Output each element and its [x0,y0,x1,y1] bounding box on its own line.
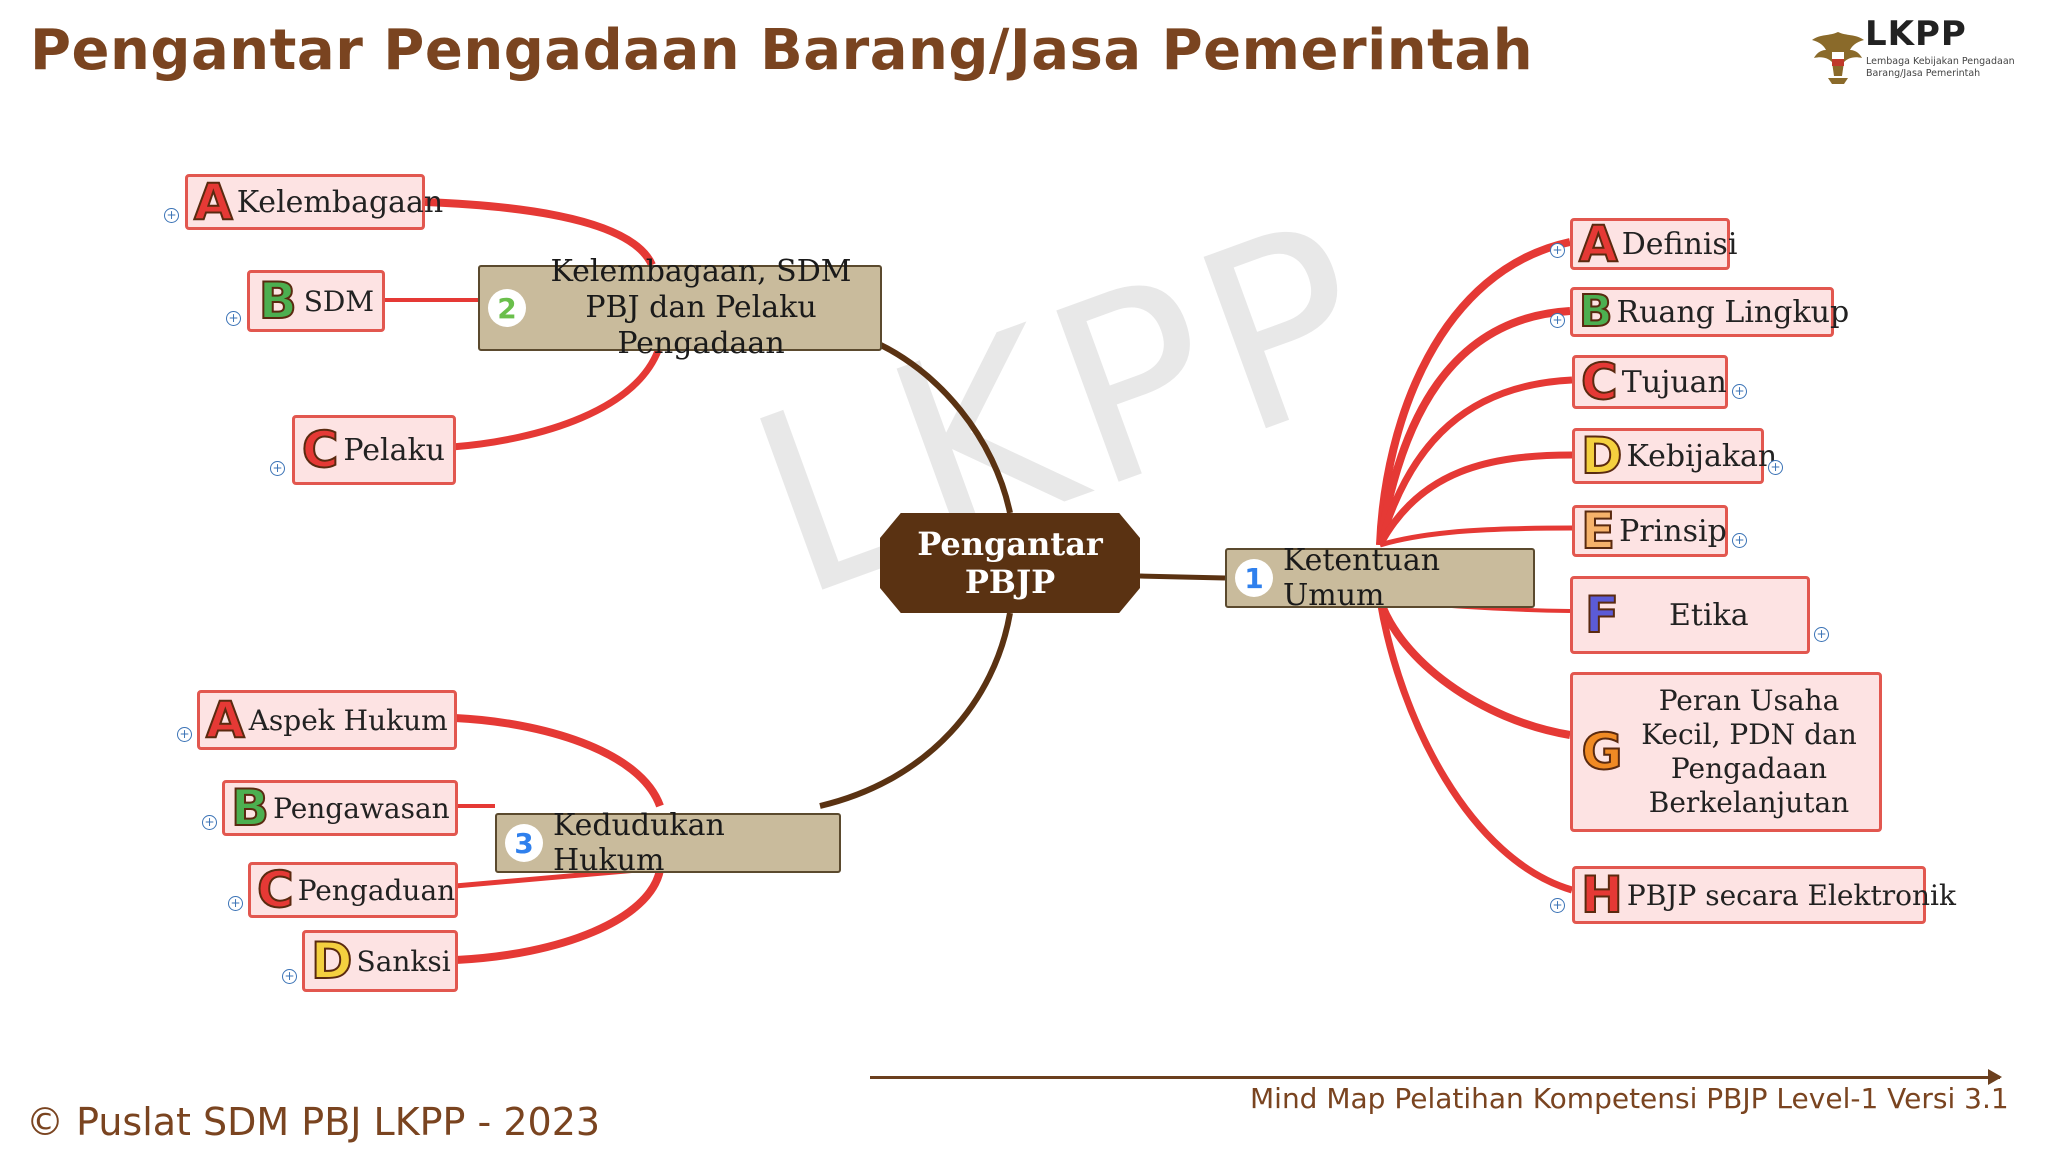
connector-b2-c [451,343,664,451]
leaf-pelaku[interactable]: C Pelaku [292,415,456,485]
leaf-label: Tujuan [1621,364,1727,400]
leaf-etika[interactable]: F Etika [1570,576,1810,654]
connector-b1-e [1379,525,1573,548]
leaf-label: Kebijakan [1626,438,1778,474]
connector-b1-b [1376,307,1571,546]
leaf-label: SDM [303,284,374,318]
letter-g-icon: G [1580,723,1623,781]
letter-b-icon: B [1578,286,1614,337]
page-title: Pengantar Pengadaan Barang/Jasa Pemerint… [30,18,1534,83]
leaf-pengawasan[interactable]: B Pengawasan [222,780,458,836]
leaf-label: Sanksi [356,944,451,978]
leaf-label: Ruang Lingkup [1616,294,1850,330]
footer-caption: Mind Map Pelatihan Kompetensi PBJP Level… [1250,1082,2009,1115]
letter-b-icon: B [230,779,270,837]
leaf-label: Pengawasan [273,791,450,825]
letter-c-icon: C [1580,353,1619,411]
letter-c-icon: C [256,861,295,919]
expand-icon[interactable]: + [177,727,192,742]
branch-kedudukan-hukum[interactable]: 3 Kedudukan Hukum [495,808,841,878]
connector-b3-a [454,714,664,808]
expand-icon[interactable]: + [1550,243,1565,258]
expand-icon[interactable]: + [282,969,297,984]
connector-b1-d [1376,451,1573,547]
number-badge: 2 [488,289,526,327]
letter-a-icon: A [205,691,246,749]
leaf-label: Pengaduan [297,873,456,907]
number-badge: 3 [505,824,543,862]
connector-b1-c [1376,376,1573,546]
expand-icon[interactable]: + [270,461,285,476]
connector-b2-a [424,198,656,267]
leaf-label: Peran Usaha Kecil, PDN dan Pengadaan Ber… [1641,684,1857,819]
leaf-definisi[interactable]: A Definisi [1570,215,1737,273]
expand-icon[interactable]: + [1550,898,1565,913]
letter-e-icon: E [1580,502,1616,560]
leaf-kebijakan[interactable]: D Kebijakan [1572,427,1777,485]
branch-label: Kelembagaan, SDM PBJ dan Pelaku Pengadaa… [550,254,852,361]
connector-b3-d [455,868,664,964]
expand-icon[interactable]: + [202,815,217,830]
leaf-label: Prinsip [1619,513,1727,549]
letter-a-icon: A [1578,215,1619,273]
footer-copyright: © Puslat SDM PBJ LKPP - 2023 [26,1100,601,1144]
leaf-pbjp-elektronik[interactable]: H PBJP secara Elektronik [1572,866,1956,924]
letter-a-icon: A [193,173,234,231]
branch-label: Ketentuan Umum [1283,543,1441,613]
connector-central-branch1 [1139,573,1226,581]
leaf-ruang-lingkup[interactable]: B Ruang Lingkup [1570,286,1849,337]
leaf-sanksi[interactable]: D Sanksi [302,930,458,992]
logo-name: LKPP [1865,14,1967,54]
expand-icon[interactable]: + [1732,533,1747,548]
expand-icon[interactable]: + [1732,384,1747,399]
leaf-kelembagaan[interactable]: A Kelembagaan [185,173,443,231]
leaf-label: PBJP secara Elektronik [1626,878,1956,912]
number-badge: 1 [1235,559,1273,597]
expand-icon[interactable]: + [1768,460,1783,475]
connector-b1-a [1376,238,1571,546]
branch-label: Kedudukan Hukum [553,808,725,878]
footer-arrow [870,1069,2002,1085]
leaf-label: Pelaku [343,432,445,468]
letter-c-icon: C [301,421,340,479]
leaf-prinsip[interactable]: E Prinsip [1572,505,1728,557]
branch-ketentuan-umum[interactable]: 1 Ketentuan Umum [1225,543,1535,613]
leaf-label: Kelembagaan [236,184,444,220]
letter-d-icon: D [310,932,353,990]
letter-f-icon: F [1584,586,1620,644]
connector-b1-g [1376,598,1571,739]
leaf-tujuan[interactable]: C Tujuan [1572,355,1728,409]
connector-b1-h [1376,599,1573,894]
central-node[interactable]: Pengantar PBJP [880,513,1140,613]
letter-d-icon: D [1580,427,1623,485]
expand-icon[interactable]: + [228,896,243,911]
letter-b-icon: B [258,272,298,330]
expand-icon[interactable]: + [1814,627,1829,642]
garuda-logo-icon [1812,32,1864,84]
leaf-label: Etika [1669,597,1749,633]
leaf-sdm[interactable]: B SDM [247,270,385,332]
expand-icon[interactable]: + [164,208,179,223]
branch-kelembagaan-sdm[interactable]: 2 Kelembagaan, SDM PBJ dan Pelaku Pengad… [478,254,882,361]
leaf-peran-usaha-kecil[interactable]: G Peran Usaha Kecil, PDN dan Pengadaan B… [1570,672,1882,832]
leaf-pengaduan[interactable]: C Pengaduan [248,862,458,918]
connector-central-branch2 [868,337,1013,514]
connector-central-branch3 [819,612,1013,809]
leaf-label: Aspek Hukum [248,703,448,737]
leaf-aspek-hukum[interactable]: A Aspek Hukum [197,690,457,750]
expand-icon[interactable]: + [226,311,241,326]
letter-h-icon: H [1580,866,1624,924]
logo-subtitle: Lembaga Kebijakan Pengadaan Barang/Jasa … [1866,56,2015,79]
leaf-label: Definisi [1621,226,1738,262]
expand-icon[interactable]: + [1550,313,1565,328]
